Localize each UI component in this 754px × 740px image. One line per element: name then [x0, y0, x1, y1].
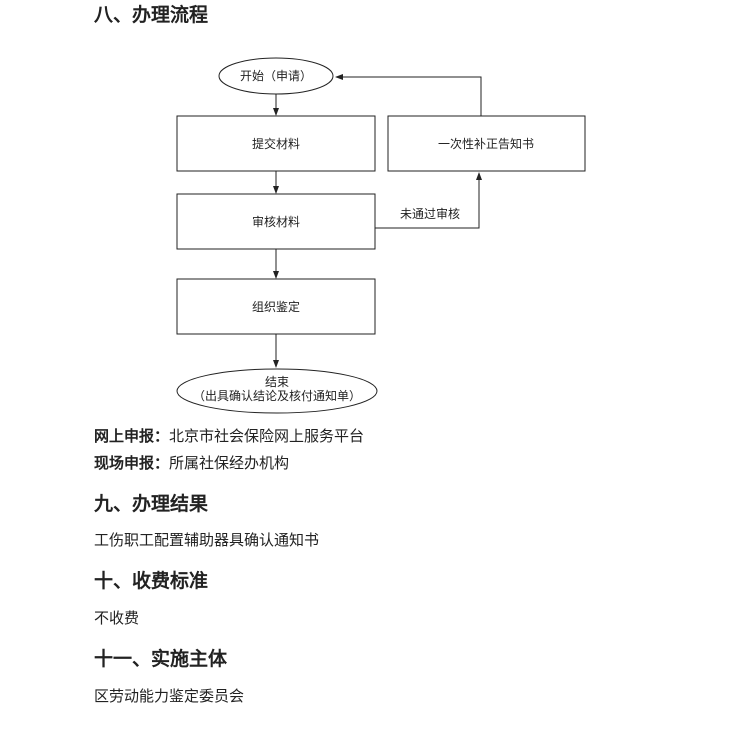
online-channel-value: 北京市社会保险网上服务平台 — [169, 427, 365, 445]
flow-node-submit — [176, 115, 376, 172]
section-heading-result: 九、办理结果 — [94, 493, 209, 515]
onsite-channel-value: 所属社保经办机构 — [169, 454, 290, 472]
online-channel-line: 网上申报：北京市社会保险网上服务平台 — [94, 429, 364, 444]
section-heading-subject: 十一、实施主体 — [94, 648, 228, 670]
section-heading-process: 八、办理流程 — [94, 4, 209, 26]
onsite-channel-label: 现场申报： — [94, 454, 170, 472]
flow-node-notice-label: 一次性补正告知书 — [438, 137, 534, 151]
process-flowchart: 开始（申请） 提交材料 一次性补正告知书 审核材料 未通过审核 组织鉴定 结束 … — [176, 57, 586, 414]
flow-node-end-sublabel: （出具确认结论及核付通知单） — [193, 389, 361, 403]
flow-node-review-label: 审核材料 — [252, 214, 300, 229]
arrow-review-to-notice — [375, 172, 482, 229]
online-channel-label: 网上申报： — [94, 427, 170, 445]
flow-node-start — [218, 57, 334, 95]
flow-node-review — [176, 193, 376, 250]
flow-node-notice — [387, 115, 586, 172]
flow-node-submit-label: 提交材料 — [252, 136, 300, 151]
section-heading-fee: 十、收费标准 — [94, 570, 209, 592]
flow-label-failed: 未通过审核 — [400, 206, 460, 221]
flow-node-end-label: 结束 — [265, 375, 289, 389]
flow-node-start-label: 开始（申请） — [240, 69, 312, 83]
flow-node-end — [176, 368, 378, 414]
flow-node-assess-label: 组织鉴定 — [252, 299, 300, 314]
flow-node-assess — [176, 278, 376, 335]
subject-text: 区劳动能力鉴定委员会 — [94, 687, 245, 705]
result-text: 工伤职工配置辅助器具确认通知书 — [94, 531, 320, 549]
fee-text: 不收费 — [94, 609, 140, 627]
onsite-channel-line: 现场申报：所属社保经办机构 — [94, 456, 289, 471]
arrow-notice-to-start — [335, 74, 482, 116]
